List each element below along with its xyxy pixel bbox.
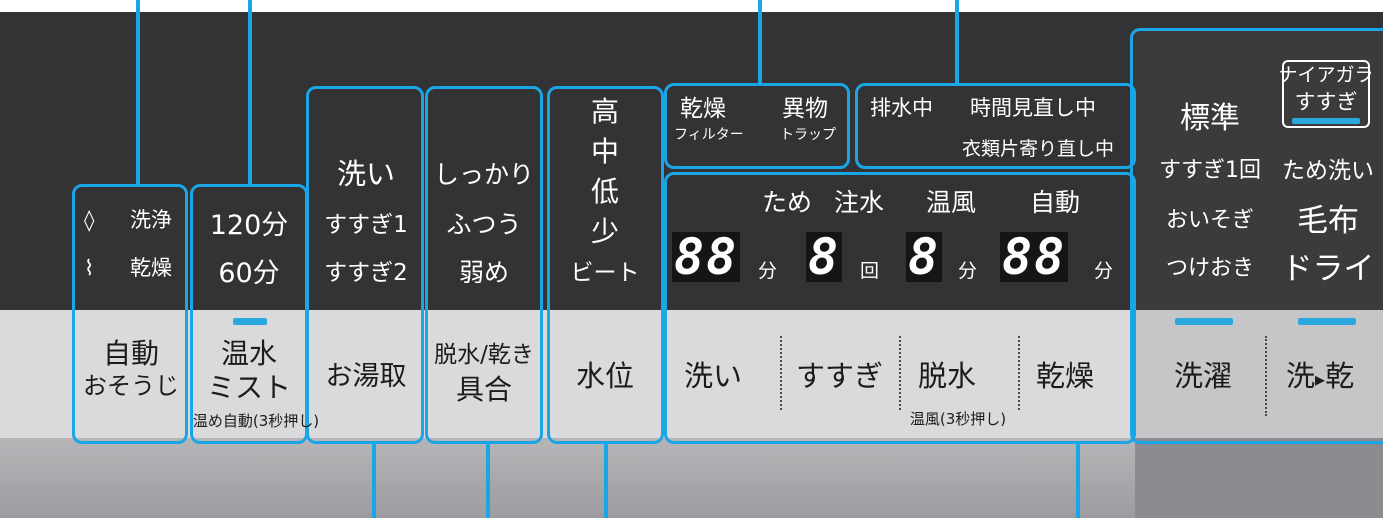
level-high: 高 [590,95,620,128]
niagara-rinse-label-sub: すすぎ [1294,90,1358,114]
spin-option-normal: ふつう [446,210,522,239]
dry-mode-label: 乾燥 [130,256,172,280]
callout-line [372,443,376,518]
callout-line [248,0,252,186]
arrow-right-icon: ▸ [1315,367,1326,391]
spin-step-button[interactable]: 脱水 [918,359,977,393]
course-group [1130,28,1383,444]
level-beat: ビート [570,260,640,286]
foreign-trap-indicator-sub: トラップ [780,127,836,143]
course-standard: 標準 [1180,101,1240,136]
auto-clean-group [72,184,188,444]
course-rinse-once: すすぎ1回 [1159,158,1261,183]
hot-water-option-rinse1: すすぎ1 [324,212,408,238]
display-header-auto: 自動 [1030,188,1081,217]
rinse-step-button[interactable]: すすぎ [796,359,884,393]
status-indicator-group [855,83,1136,169]
led-unit-minutes: 分 [758,260,778,282]
course-bottom-edge [1135,438,1383,518]
display-header-warm: 温風 [926,188,977,217]
time-review-indicator: 時間見直し中 [970,96,1096,120]
auto-clean-button[interactable]: 自動 [102,337,160,370]
wash-dry-indicator-light [1298,318,1356,325]
led-unit-minutes-2: 分 [958,260,978,282]
wash-course-indicator-light [1175,318,1233,325]
water-level-group [547,86,664,444]
wash-dry-course-button[interactable]: 洗▸乾 [1286,362,1354,391]
niagara-rinse-plate [1282,60,1370,128]
hot-water-option-wash: 洗い [336,157,396,191]
divider-dots [1265,336,1267,416]
display-header-water: 注水 [834,188,885,217]
hot-water-group [306,86,424,444]
wash-clean-icon: ◊ [84,208,95,232]
wash-step-button[interactable]: 洗い [684,359,743,393]
course-blanket: 毛布 [1297,203,1359,239]
spin-option-strong: しっかり [433,160,535,189]
spin-dry-group [425,86,543,444]
warm-mist-button-sub: ミスト [206,371,292,404]
led-unit-times: 回 [860,260,880,282]
warm-auto-note: 温め自動(3秒押し) [192,412,320,430]
level-small: 少 [590,215,620,248]
callout-line [758,0,762,86]
warm-mist-button[interactable]: 温水 [220,337,278,370]
course-dry-clean: ドライ [1281,251,1375,287]
divider-dots [1018,336,1020,410]
level-low: 低 [590,175,620,208]
led-warm-minutes: 8 [906,228,943,286]
spin-dry-level-button-sub: 具合 [455,373,513,406]
warm-air-note: 温風(3秒押し) [909,410,1007,428]
divider-dots [780,336,782,410]
dry-filter-indicator-sub: フィルター [674,127,744,143]
wash-dry-label-b: 乾 [1325,359,1355,393]
mist-time-120: 120分 [209,210,289,241]
wash-course-button[interactable]: 洗濯 [1173,359,1233,393]
mist-indicator-light [233,318,267,325]
display-header-tame: ため [762,188,813,217]
niagara-indicator-light [1292,118,1360,124]
wash-dry-label-a: 洗 [1286,359,1316,393]
level-mid: 中 [590,135,620,168]
water-level-button[interactable]: 水位 [575,359,635,393]
clean-mode-label: 洗浄 [130,208,172,232]
spin-option-weak: 弱め [458,258,510,287]
course-area-background [1135,30,1383,310]
callout-line [1076,443,1080,518]
callout-line [136,0,140,186]
hot-water-option-rinse2: すすぎ2 [324,260,408,286]
niagara-rinse-label: ナイアガラ [1278,64,1374,86]
spin-dry-level-button[interactable]: 脱水/乾き [434,342,534,368]
clothes-shift-indicator: 衣類片寄り直し中 [962,138,1115,160]
callout-line [486,443,490,518]
dry-clean-icon: ⌇ [84,256,95,280]
filter-indicator-group [664,83,850,169]
led-time-display: 88 [672,228,741,286]
callout-line [955,0,959,86]
mist-time-60: 60分 [218,258,280,289]
led-auto-minutes: 88 [1000,228,1069,286]
dry-step-button[interactable]: 乾燥 [1036,359,1095,393]
callout-line [604,443,608,518]
course-soak: つけおき [1165,256,1255,281]
hot-water-intake-button[interactable]: お湯取 [325,361,407,392]
course-quick: おいそぎ [1165,208,1255,233]
course-button-background [1135,310,1383,438]
display-group [664,172,1136,444]
divider-dots [899,336,901,410]
course-tame-wash: ため洗い [1282,158,1374,184]
foreign-trap-indicator: 異物 [782,96,828,122]
dry-filter-indicator: 乾燥 [680,96,726,122]
led-rinse-count: 8 [806,228,843,286]
auto-clean-button-sub: おそうじ [83,372,179,400]
led-unit-minutes-3: 分 [1094,260,1114,282]
draining-indicator: 排水中 [870,96,933,120]
